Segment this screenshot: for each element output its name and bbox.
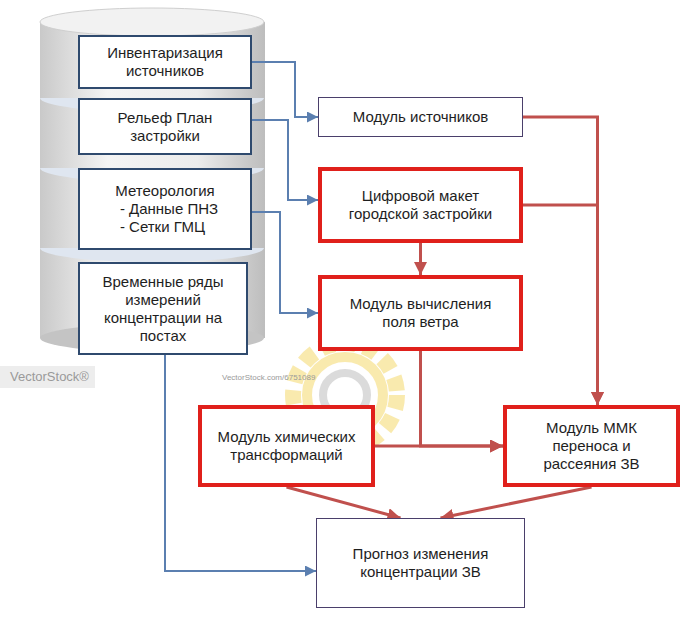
module-box: Модуль ММК переноса и рассеяния ЗВ — [503, 405, 680, 487]
node-label: Временные ряды измерений концентрации на… — [96, 273, 231, 345]
result-box: Прогноз изменения концентрации ЗВ — [316, 518, 525, 608]
source-box: Рельеф План застройки — [78, 98, 252, 155]
node-label: Модуль ММК переноса и рассеяния ЗВ — [532, 419, 652, 473]
node-content: Временные ряды измерений концентрации на… — [96, 273, 231, 345]
node-content: Модуль химических трансформаций — [212, 428, 362, 464]
flow-arrow — [523, 205, 598, 405]
flow-arrow — [523, 117, 598, 405]
node-content: Цифровой макет городской застройки — [333, 187, 508, 223]
flow-arrow — [421, 351, 504, 446]
module-box: Модуль источников — [318, 97, 523, 137]
source-box: Инвентаризация источников — [78, 35, 252, 89]
module-box: Модуль химических трансформаций — [198, 405, 375, 487]
watermark-text: VectorStock.com/6751089 — [222, 373, 315, 382]
flow-arrow — [252, 62, 318, 117]
node-label: Модуль вычисления поля ветра — [343, 295, 498, 331]
node-content: Прогноз изменения концентрации ЗВ — [338, 545, 503, 581]
node-label: Рельеф План застройки — [103, 109, 228, 145]
flow-arrow — [287, 487, 401, 518]
flow-arrow — [252, 212, 318, 313]
watermark-text: VectorStock® — [10, 369, 89, 384]
flow-arrow — [252, 120, 318, 200]
module-box: Модуль вычисления поля ветра — [318, 275, 523, 351]
source-box: Метеорология- Данные ПНЗ- Сетки ГМЦ — [78, 168, 252, 250]
flow-arrow — [419, 243, 422, 275]
node-label: Метеорология — [115, 182, 215, 200]
flow-arrow — [441, 487, 592, 518]
node-content: Инвентаризация источников — [95, 44, 235, 80]
list-item: - Данные ПНЗ — [112, 200, 218, 218]
source-box: Временные ряды измерений концентрации на… — [78, 262, 248, 355]
node-content: Рельеф План застройки — [103, 109, 228, 145]
node-label: Прогноз изменения концентрации ЗВ — [338, 545, 503, 581]
list-item: - Сетки ГМЦ — [112, 218, 205, 236]
node-label: Цифровой макет городской застройки — [333, 187, 508, 223]
module-box: Цифровой макет городской застройки — [318, 167, 523, 243]
node-content: Модуль источников — [353, 108, 488, 126]
node-label: Инвентаризация источников — [95, 44, 235, 80]
flow-arrow — [375, 445, 503, 448]
node-content: Модуль ММК переноса и рассеяния ЗВ — [532, 419, 652, 473]
node-label: Модуль химических трансформаций — [212, 428, 362, 464]
node-label: Модуль источников — [353, 108, 488, 126]
node-content: Метеорология- Данные ПНЗ- Сетки ГМЦ — [112, 182, 218, 236]
watermark-band — [0, 366, 95, 388]
node-content: Модуль вычисления поля ветра — [343, 295, 498, 331]
